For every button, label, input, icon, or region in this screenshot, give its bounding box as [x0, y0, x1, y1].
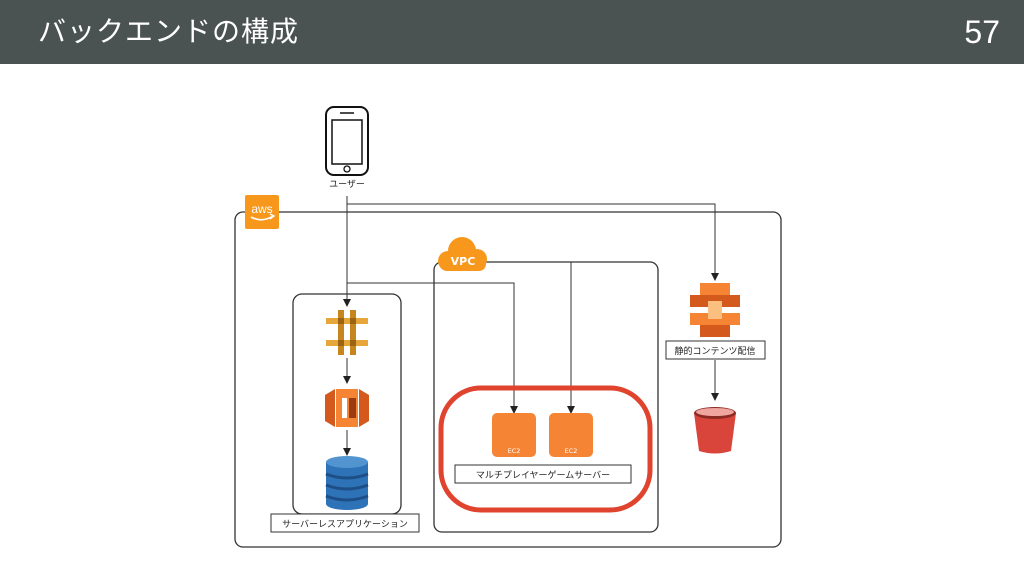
- serverless-label: サーバーレスアプリケーション: [282, 519, 408, 530]
- s3-bucket-icon: [694, 407, 736, 454]
- ec2-icon: EC2: [549, 413, 593, 457]
- ec2-icon: EC2: [492, 413, 536, 457]
- lambda-icon: [325, 389, 369, 427]
- slide-header: バックエンドの構成 57: [0, 0, 1024, 64]
- static-content-label: 静的コンテンツ配信: [674, 345, 755, 357]
- aws-cloud-boundary: [234, 211, 782, 548]
- page-number: 57: [964, 14, 1000, 50]
- user-label: ユーザー: [329, 179, 365, 190]
- cloudfront-icon: [690, 283, 740, 337]
- ec2-label-2: EC2: [565, 447, 578, 455]
- multiplayer-label-box: [454, 464, 632, 484]
- serverless-label-box: [270, 513, 420, 533]
- vpc-boundary: [433, 261, 659, 533]
- dynamodb-icon: [325, 456, 369, 510]
- api-gateway-icon: [326, 310, 368, 355]
- aws-logo-icon: aws: [245, 195, 279, 229]
- highlight-circle: [438, 385, 653, 513]
- vpc-label: VPC: [451, 255, 476, 268]
- aws-logo-text: aws: [251, 202, 272, 216]
- smartphone-icon: [325, 106, 369, 176]
- multiplayer-label: マルチプレイヤーゲームサーバー: [476, 469, 610, 481]
- ec2-label-1: EC2: [508, 447, 521, 455]
- vpc-cloud-icon: VPC: [438, 237, 487, 271]
- slide-title: バックエンドの構成: [38, 15, 300, 48]
- static-content-label-box: [665, 340, 766, 360]
